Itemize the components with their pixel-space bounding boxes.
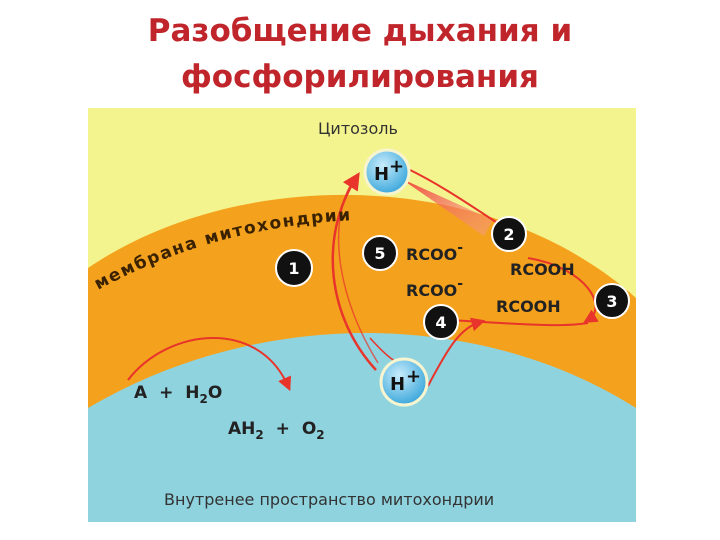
proton-top-symbol: H <box>374 164 389 185</box>
rcoo-lower-text: RCOO <box>406 281 457 300</box>
step-2-circle <box>491 216 527 252</box>
step-2-number: 2 <box>503 225 514 244</box>
step-3-circle <box>594 283 630 319</box>
reaction-substrates-o: O <box>302 419 316 439</box>
reaction-products-sub2: 2 <box>200 392 208 406</box>
title-line-1: Разобщение дыхания и <box>147 13 573 49</box>
proton-bottom: H + <box>379 357 429 407</box>
rcoo-lower-minus: - <box>457 276 463 292</box>
proton-bottom-charge: + <box>406 366 421 387</box>
arrow-step1-inner <box>337 185 379 364</box>
rcoo-upper-label: RCOO- <box>406 240 463 264</box>
reaction-products-h: H <box>185 383 199 403</box>
step-4-number: 4 <box>435 313 446 332</box>
proton-top-charge: + <box>389 156 404 177</box>
cytosol-label: Цитозоль <box>318 119 398 138</box>
step-badge-2: 2 <box>491 216 527 252</box>
proton-beam <box>400 178 493 236</box>
arrow-step4-to-proton <box>427 317 486 387</box>
arrow-step3-loop <box>527 257 599 323</box>
slide-title: Разобщение дыхания и фосфорилирования <box>0 8 720 100</box>
step-1-circle <box>275 249 313 287</box>
step-4-circle <box>423 304 459 340</box>
title-line-2: фосфорилирования <box>181 59 539 95</box>
step-5-circle <box>362 235 398 271</box>
inner-space-label: Внутренее пространство митохондрии <box>164 490 494 509</box>
proton-top-circle <box>363 148 411 196</box>
proton-bottom-circle <box>379 357 429 407</box>
step-3-number: 3 <box>606 292 617 311</box>
arrow-respiration-loop <box>127 337 292 392</box>
uncoupling-diagram: Цитозоль мембрана митохондрии Внутренее … <box>88 108 636 522</box>
step-1-number: 1 <box>288 259 299 278</box>
rcoo-upper-text: RCOO <box>406 245 457 264</box>
step-5-number: 5 <box>374 244 385 263</box>
rcoo-lower-label: RCOO- <box>406 276 463 300</box>
reaction-substrates-sub2a: 2 <box>255 428 263 442</box>
proton-top: H + <box>363 148 411 196</box>
step-badge-5: 5 <box>362 235 398 271</box>
reaction-substrates-ah: AH <box>228 419 255 439</box>
reaction-products: A + H2O <box>134 383 222 406</box>
rcoo-upper-minus: - <box>457 240 463 256</box>
reaction-products-a: A <box>134 383 148 403</box>
rcooh-upper-label: RCOOH <box>510 260 575 279</box>
rcooh-lower-label: RCOOH <box>496 297 561 316</box>
reaction-substrates-plus: + <box>276 419 290 439</box>
reaction-substrates-sub2b: 2 <box>316 428 324 442</box>
arrow-rcooh-to-step4 <box>442 313 589 328</box>
step-badge-3: 3 <box>594 283 630 319</box>
reaction-products-o: O <box>208 383 222 403</box>
step-badge-1: 1 <box>275 249 313 287</box>
proton-bottom-symbol: H <box>390 374 405 395</box>
step-badge-4: 4 <box>423 304 459 340</box>
reaction-substrates: AH2 + O2 <box>228 419 325 444</box>
reaction-products-plus: + <box>159 383 173 403</box>
inner-space-region <box>88 333 636 522</box>
